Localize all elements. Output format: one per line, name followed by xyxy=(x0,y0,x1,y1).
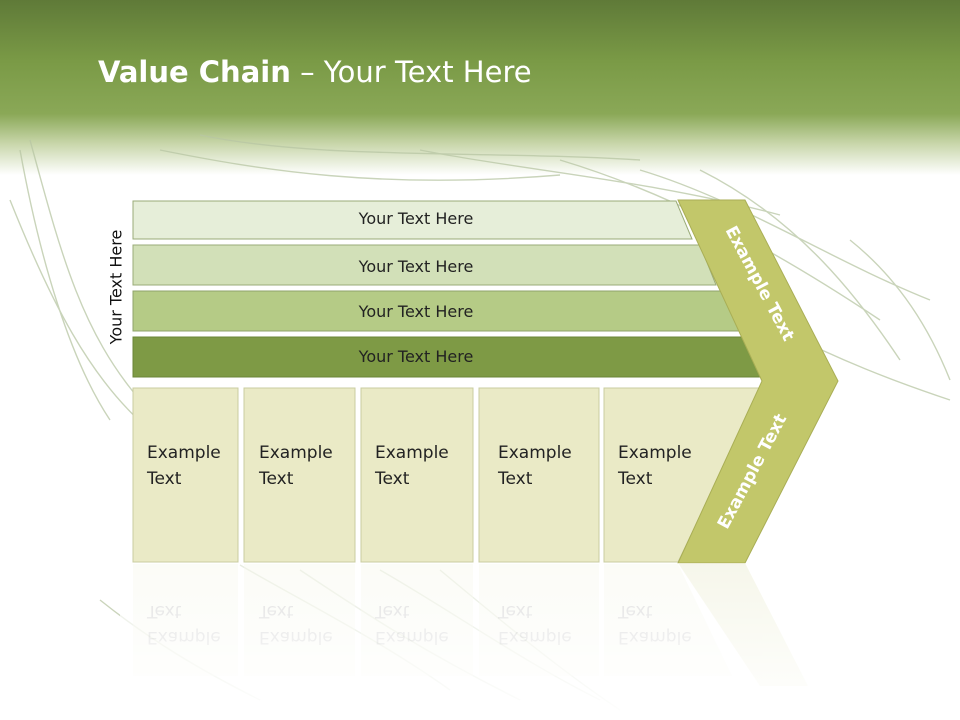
row-bar-4: Your Text Here xyxy=(132,336,764,378)
row-label-4: Your Text Here xyxy=(358,347,474,366)
column-2-line1: Example xyxy=(259,443,333,463)
column-5-line2: Text xyxy=(617,469,653,489)
column-1-line1: Example xyxy=(147,443,221,463)
column-box-4: Example Text xyxy=(478,387,600,563)
column-box-3: Example Text xyxy=(360,387,474,563)
column-2-line2: Text xyxy=(258,469,294,489)
reflection-fade xyxy=(120,563,880,720)
column-4-line2: Text xyxy=(497,469,533,489)
column-5-line1: Example xyxy=(618,443,692,463)
column-box-1: Example Text xyxy=(132,387,239,563)
column-box-2: Example Text xyxy=(243,387,356,563)
row-bar-1: Your Text Here xyxy=(132,200,693,240)
column-1-line2: Text xyxy=(146,469,182,489)
column-4-line1: Example xyxy=(498,443,572,463)
slide-title: Value Chain – Your Text Here xyxy=(98,55,532,89)
slide-header-band xyxy=(0,0,960,175)
row-label-2: Your Text Here xyxy=(358,257,474,276)
row-label-1: Your Text Here xyxy=(358,209,474,228)
row-bar-2: Your Text Here xyxy=(132,244,717,286)
column-3-line1: Example xyxy=(375,443,449,463)
row-label-3: Your Text Here xyxy=(358,302,474,321)
column-3-line2: Text xyxy=(374,469,410,489)
row-bar-3: Your Text Here xyxy=(132,290,740,332)
